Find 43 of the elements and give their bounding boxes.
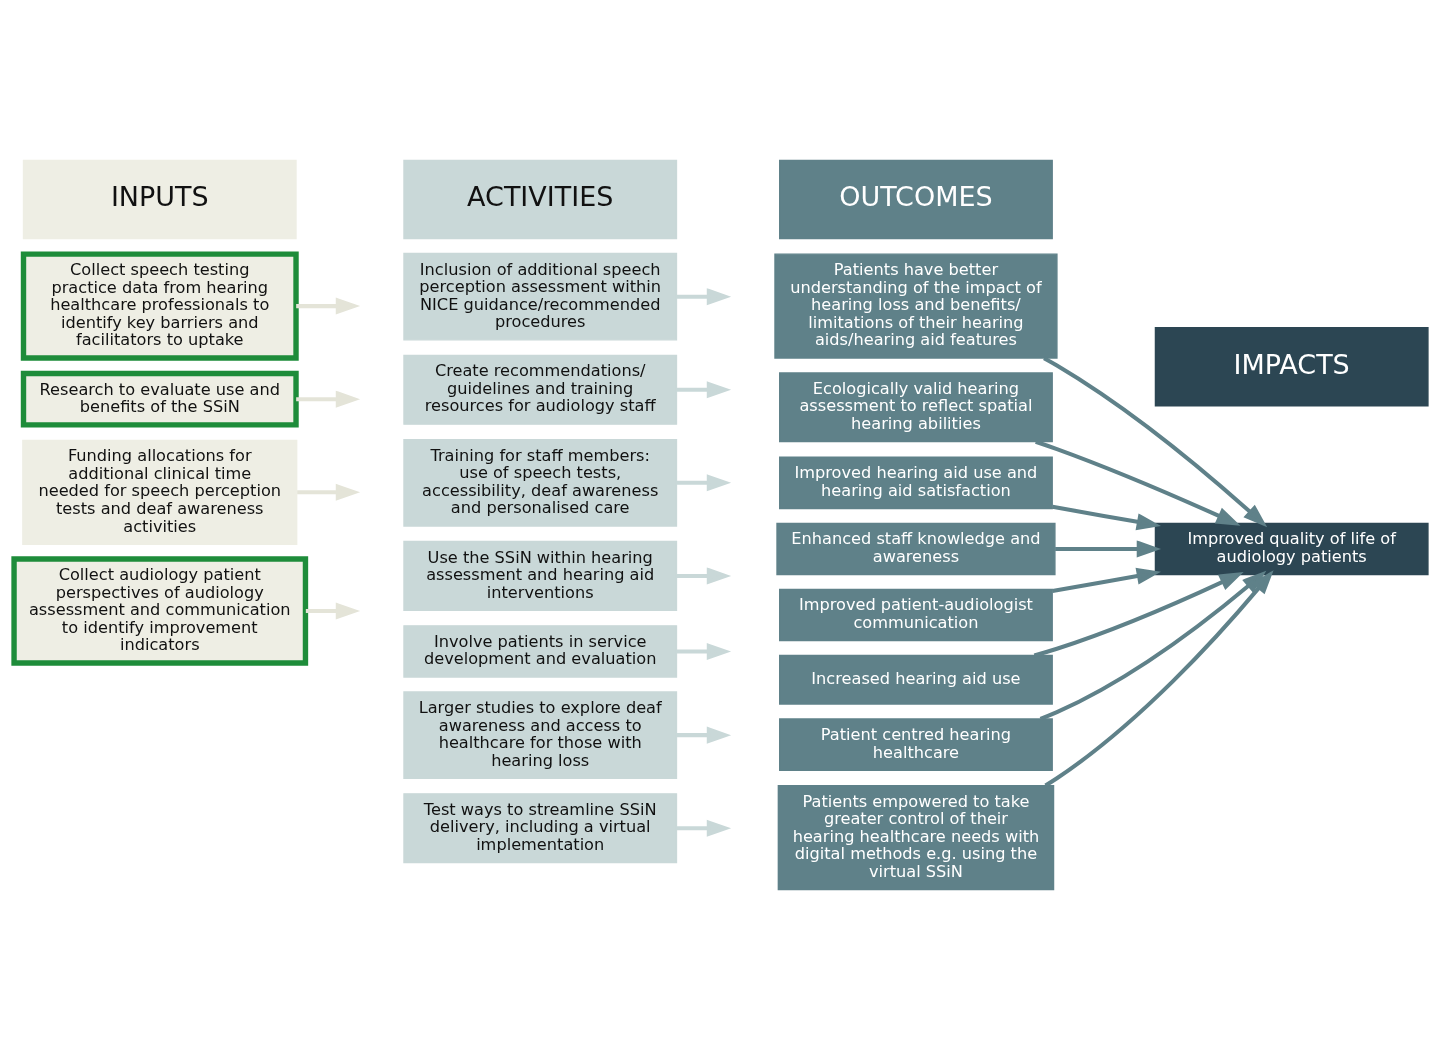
arrow bbox=[676, 726, 732, 744]
node-box: Patients empowered to take greater control of their hearing healthcare needs with digital methods e.g. using the virtual SSiN bbox=[777, 784, 1055, 890]
node-box: Enhanced staff knowledge and awareness bbox=[776, 522, 1056, 575]
node-box: Inclusion of additional speech perception assessment within NICE guidance/recommended procedures bbox=[403, 252, 678, 340]
arrow bbox=[1052, 504, 1161, 530]
arrow bbox=[1052, 567, 1161, 593]
arrow bbox=[297, 483, 361, 501]
node-box: Larger studies to explore deaf awareness and access to healthcare for those with hearing loss bbox=[403, 690, 678, 779]
arrow bbox=[1055, 539, 1162, 557]
node-box: Improved hearing aid use and hearing aid satisfaction bbox=[779, 456, 1053, 509]
node-box: Patients have better understanding of the impact of hearing loss and benefits/ limitations of their hearing aids/hearing aid features bbox=[774, 253, 1058, 359]
node-box: Funding allocations for additional clinical time needed for speech perception tests and deaf awareness activities bbox=[22, 439, 298, 545]
arrow bbox=[676, 380, 732, 398]
node-box: Patient centred hearing healthcare bbox=[779, 717, 1053, 771]
node-box: Improved patient-audiologist communication bbox=[779, 588, 1053, 641]
node-box: Collect audiology patient perspectives of audiology assessment and communication to identify improvement indicators bbox=[11, 555, 309, 666]
arrow bbox=[296, 297, 361, 315]
node-box: Create recommendations/ guidelines and training resources for audiology staff bbox=[403, 354, 678, 425]
node-box: INPUTS bbox=[22, 159, 297, 239]
node-box: OUTCOMES bbox=[779, 159, 1053, 239]
node-box: Training for staff members: use of speech tests, accessibility, deaf awareness and personalised care bbox=[403, 438, 678, 527]
arrow bbox=[1039, 570, 1267, 721]
arrow bbox=[676, 287, 732, 305]
arrow bbox=[676, 642, 732, 660]
node-box: Use the SSiN within hearing assessment and hearing aid interventions bbox=[403, 540, 678, 611]
arrow bbox=[305, 602, 361, 620]
arrow bbox=[676, 473, 732, 491]
node-box: Involve patients in service development and evaluation bbox=[403, 624, 678, 678]
arrow bbox=[1044, 569, 1274, 787]
arrow bbox=[1033, 571, 1244, 657]
arrow bbox=[676, 566, 732, 584]
node-box: Ecologically valid hearing assessment to reflect spatial hearing abilities bbox=[779, 371, 1053, 442]
node-box: ACTIVITIES bbox=[403, 159, 678, 239]
arrow bbox=[296, 390, 361, 408]
node-box: Increased hearing aid use bbox=[779, 654, 1053, 705]
arrow bbox=[1035, 439, 1241, 526]
arrow bbox=[1043, 355, 1268, 527]
arrow bbox=[676, 819, 732, 837]
node-box: IMPACTS bbox=[1154, 326, 1429, 407]
node-box: Research to evaluate use and benefits of the SSiN bbox=[20, 370, 299, 428]
node-box: Collect speech testing practice data from hearing healthcare professionals to identify key barriers and facilitators to uptake bbox=[20, 250, 299, 361]
node-box: Improved quality of life of audiology patients bbox=[1154, 522, 1429, 575]
node-box: Test ways to streamline SSiN delivery, including a virtual implementation bbox=[403, 792, 678, 863]
